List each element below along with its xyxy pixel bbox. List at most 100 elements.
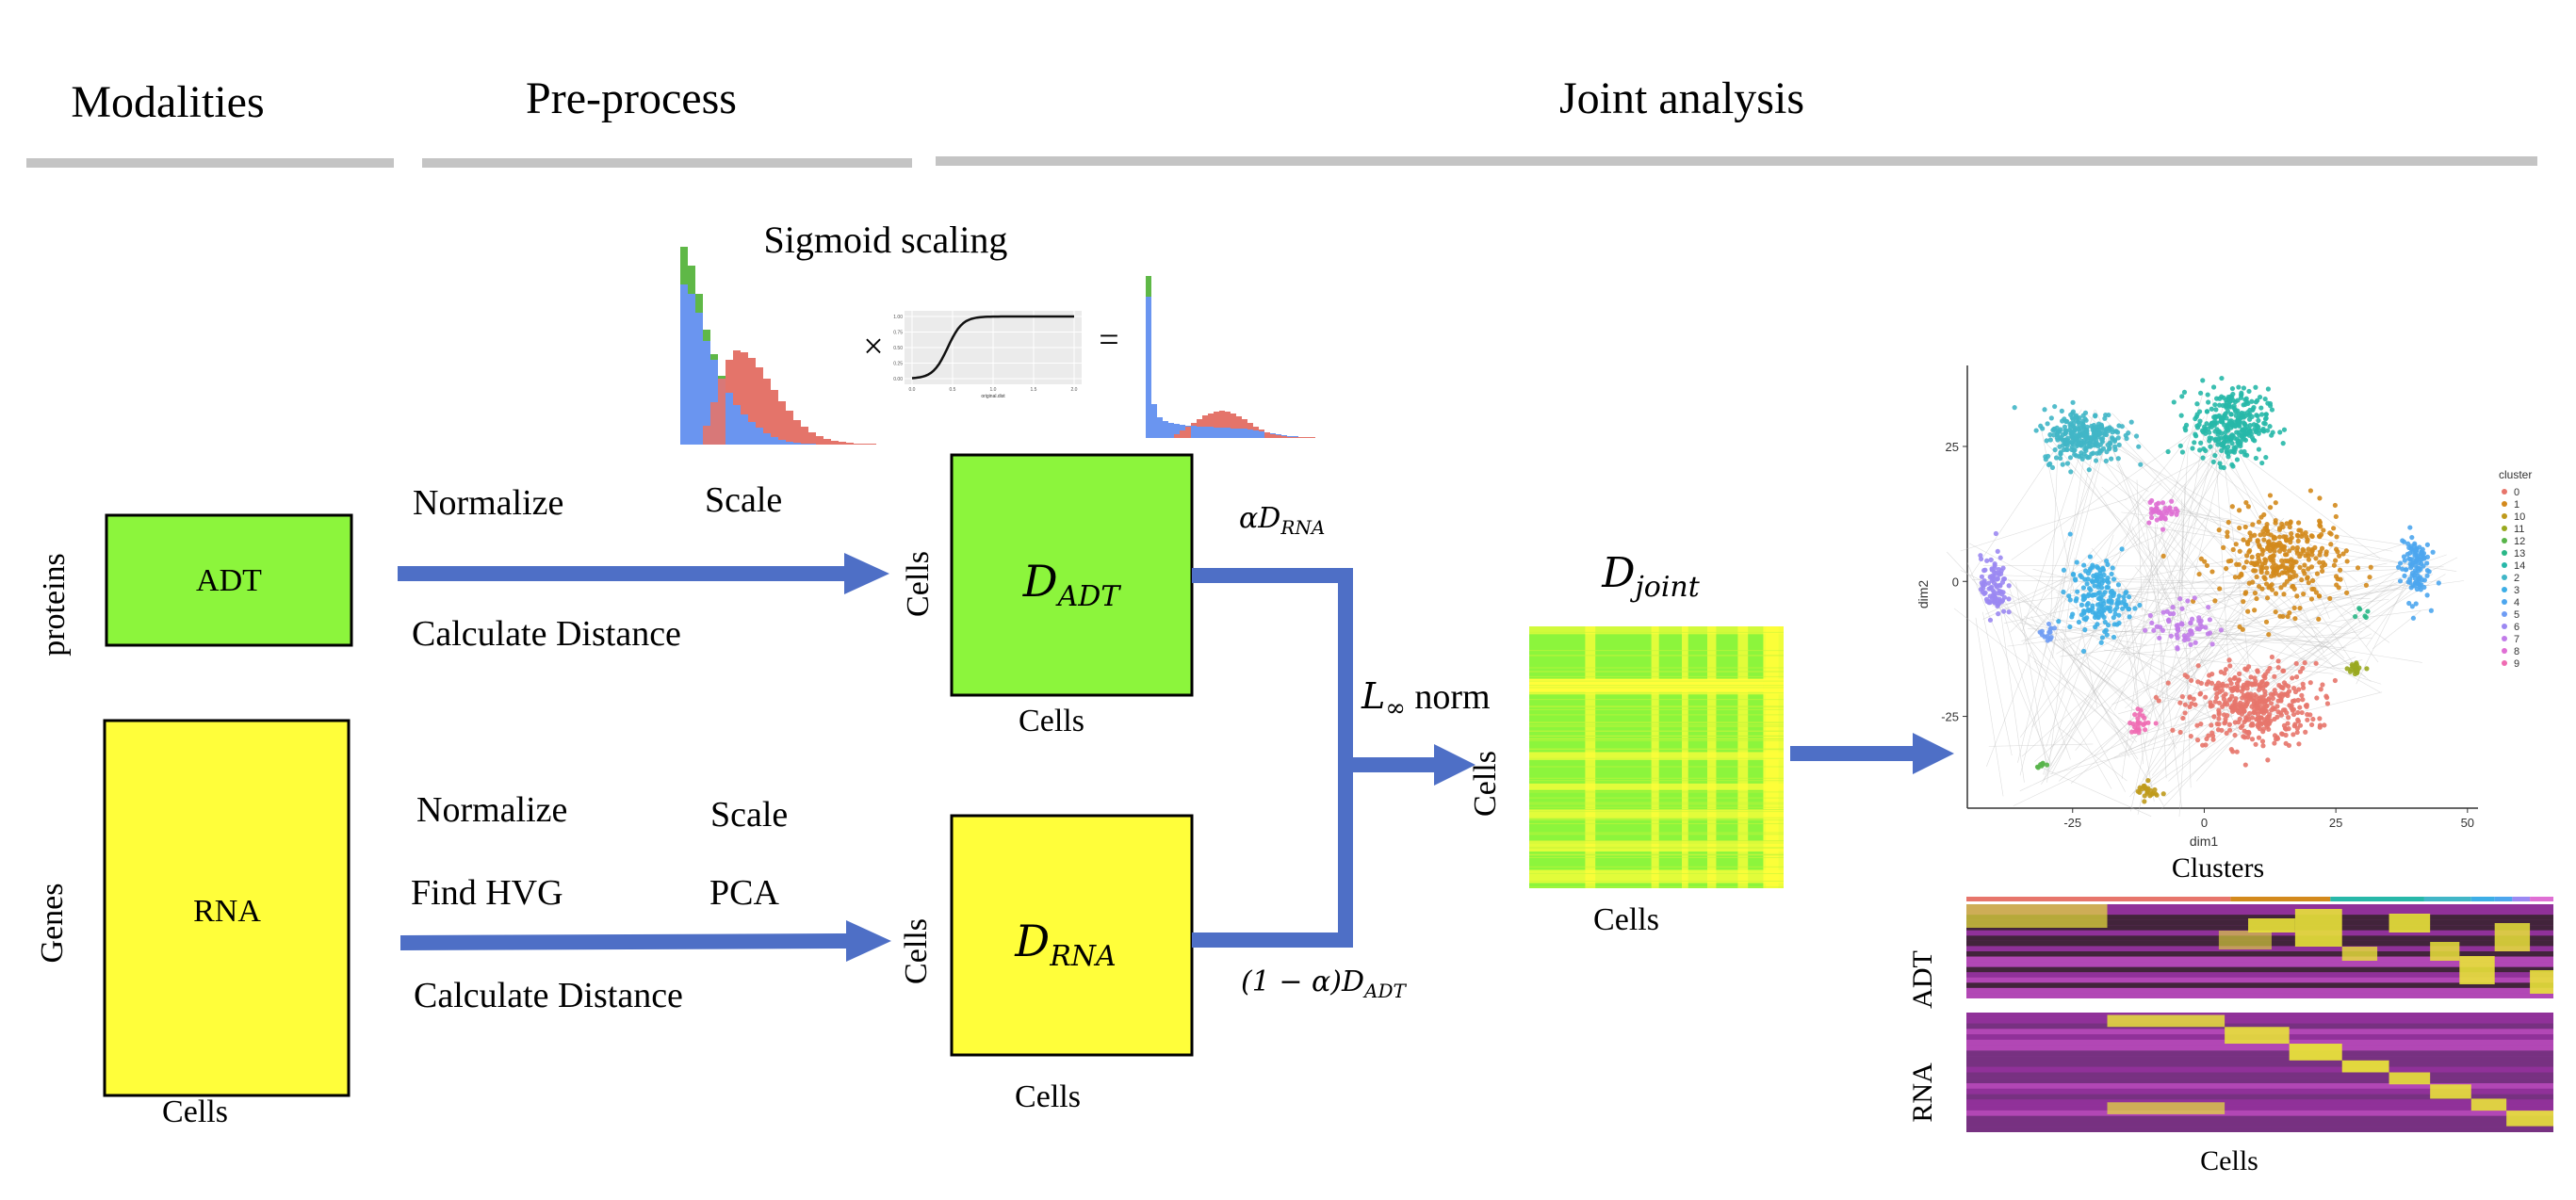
hist-bar xyxy=(1236,429,1242,438)
point-cluster-2 xyxy=(2093,458,2099,463)
point-cluster-2 xyxy=(2074,432,2079,438)
hist-bar xyxy=(703,341,710,445)
point-cluster-1 xyxy=(2332,502,2338,509)
graph-edge xyxy=(2220,437,2381,559)
point-cluster-14 xyxy=(2255,414,2260,419)
point-cluster-3 xyxy=(2104,632,2110,638)
point-cluster-1 xyxy=(2232,575,2239,580)
point-cluster-1 xyxy=(2273,520,2278,526)
point-cluster-0 xyxy=(2290,698,2296,705)
point-cluster-7 xyxy=(2182,635,2189,641)
hist-bar xyxy=(748,422,756,445)
point-cluster-2 xyxy=(2112,429,2118,434)
point-cluster-0 xyxy=(2256,718,2261,723)
point-cluster-2 xyxy=(2060,431,2066,438)
point-cluster-0 xyxy=(2210,733,2216,738)
point-cluster-1 xyxy=(2265,544,2271,550)
point-cluster-14 xyxy=(2178,413,2184,418)
point-cluster-14 xyxy=(2263,454,2269,461)
point-cluster-3 xyxy=(2100,566,2106,572)
point-cluster-14 xyxy=(2179,449,2186,455)
point-cluster-1 xyxy=(2317,559,2323,565)
graph-edge xyxy=(2049,534,2216,750)
sigmoid-ytick: 1.00 xyxy=(893,315,903,320)
point-cluster-0 xyxy=(2187,694,2193,700)
point-cluster-1 xyxy=(2334,582,2340,588)
heatmap-block xyxy=(2506,1111,2553,1127)
point-cluster-0 xyxy=(2296,741,2302,747)
hist-bar xyxy=(839,442,846,445)
point-cluster-2 xyxy=(2090,439,2095,445)
hist-bar xyxy=(1310,437,1315,438)
point-cluster-0 xyxy=(2317,724,2323,730)
rna-input-label: RNA xyxy=(193,894,261,929)
point-cluster-1 xyxy=(2301,592,2307,597)
d-rna-label: DRNA xyxy=(1014,916,1116,973)
point-cluster-0 xyxy=(2208,700,2213,705)
point-cluster-4 xyxy=(2397,560,2404,566)
point-cluster-2 xyxy=(2119,424,2125,430)
d-rna-cells-col: Cells xyxy=(1015,1079,1081,1114)
graph-edge xyxy=(2078,597,2187,661)
point-cluster-0 xyxy=(2193,702,2198,707)
point-cluster-14 xyxy=(2256,417,2261,424)
point-cluster-0 xyxy=(2263,704,2269,709)
point-cluster-6 xyxy=(1989,577,1995,584)
joint-matrix-band xyxy=(1529,809,1784,819)
graph-edge xyxy=(2028,654,2141,734)
heatmap-cluster-strip xyxy=(2330,897,2424,901)
legend-swatch-12 xyxy=(2502,538,2507,543)
point-cluster-0 xyxy=(2280,707,2287,713)
point-cluster-3 xyxy=(2066,593,2072,599)
d-adt-label: DADT xyxy=(1022,556,1122,613)
heatmap-block xyxy=(2430,942,2460,961)
point-cluster-7 xyxy=(2147,612,2153,619)
point-cluster-0 xyxy=(2195,663,2201,669)
point-cluster-0 xyxy=(2245,714,2251,720)
point-cluster-0 xyxy=(2303,729,2308,735)
hist-bar xyxy=(808,444,816,445)
point-cluster-2 xyxy=(2093,413,2098,418)
heatmap-block xyxy=(2530,970,2553,994)
point-cluster-3 xyxy=(2102,619,2108,625)
point-cluster-0 xyxy=(2293,674,2300,680)
point-cluster-6 xyxy=(1987,617,1994,623)
point-cluster-3 xyxy=(2101,608,2107,613)
point-cluster-7 xyxy=(2149,620,2155,625)
graph-edge xyxy=(1953,608,2047,681)
point-cluster-10 xyxy=(2142,784,2147,789)
legend-label-8: 8 xyxy=(2514,646,2519,657)
point-cluster-3 xyxy=(2079,602,2085,608)
point-cluster-6 xyxy=(1997,555,2003,560)
heatmap-row xyxy=(1966,909,2553,916)
point-cluster-8 xyxy=(2162,505,2168,511)
point-cluster-14 xyxy=(2205,392,2210,397)
point-cluster-1 xyxy=(2302,562,2307,568)
point-cluster-14 xyxy=(2247,428,2253,434)
point-cluster-14 xyxy=(2208,423,2213,429)
graph-edge xyxy=(2142,549,2279,780)
point-cluster-2 xyxy=(2109,456,2114,462)
point-cluster-9 xyxy=(2130,721,2136,727)
point-cluster-6 xyxy=(2006,583,2012,589)
point-cluster-0 xyxy=(2220,681,2225,687)
point-cluster-1 xyxy=(2237,548,2242,554)
point-cluster-1 xyxy=(2233,542,2239,547)
graph-edge xyxy=(2115,441,2390,643)
point-cluster-1 xyxy=(2337,553,2342,559)
point-cluster-2 xyxy=(2080,422,2086,428)
point-cluster-1 xyxy=(2254,574,2259,580)
point-cluster-14 xyxy=(2255,423,2260,430)
point-cluster-14 xyxy=(2242,401,2248,407)
point-cluster-1 xyxy=(2294,532,2300,538)
point-cluster-6 xyxy=(1997,571,2004,576)
point-cluster-1 xyxy=(2271,536,2276,542)
point-cluster-1 xyxy=(2287,524,2292,530)
heatmap-row xyxy=(1966,1099,2553,1106)
point-cluster-14 xyxy=(2223,430,2228,435)
heatmap-row xyxy=(1966,1013,2553,1018)
point-cluster-7 xyxy=(2209,641,2215,647)
point-cluster-4 xyxy=(2402,558,2407,563)
header-divider-preprocess xyxy=(422,158,912,168)
point-cluster-1 xyxy=(2202,559,2208,564)
